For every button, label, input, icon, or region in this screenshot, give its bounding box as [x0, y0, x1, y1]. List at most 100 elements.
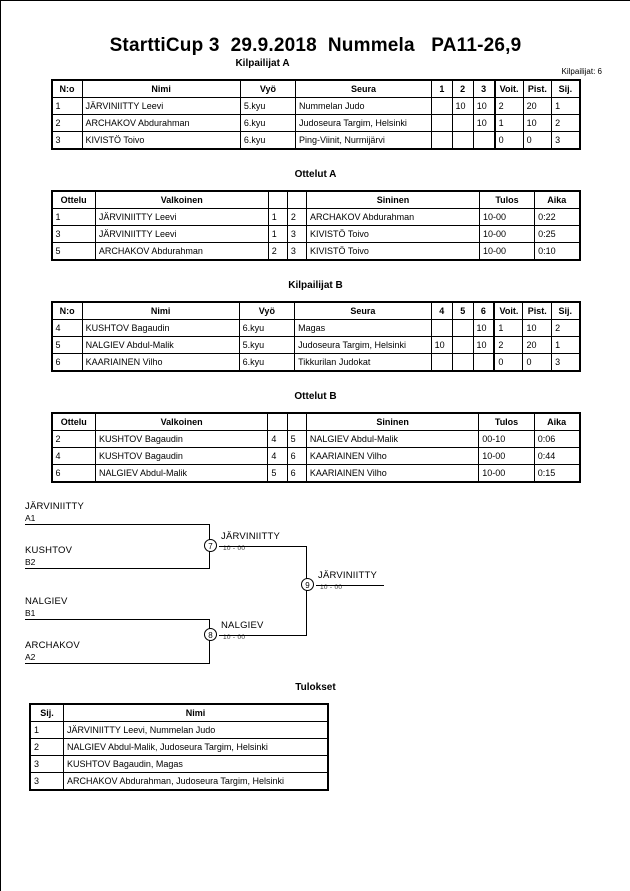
col-header-white: Valkoinen [94, 412, 269, 431]
cell-match-no: 6 [51, 464, 96, 483]
cell-blue-no: 6 [286, 464, 307, 483]
cell-rank: 2 [29, 738, 65, 756]
cell-points: 20 [522, 336, 553, 354]
cell-blue: ARCHAKOV Abdurahman [306, 208, 480, 226]
cell-match-3: 10 [472, 97, 496, 115]
table-row: 3 KIVISTÖ Toivo 6.kyu Ping-Viinit, Nurmi… [51, 131, 580, 150]
cell-name: NALGIEV Abdul-Malik, Judoseura Targim, H… [63, 738, 329, 756]
cell-white: KUSHTOV Bagaudin [94, 430, 269, 448]
bracket-line [25, 524, 210, 525]
table-header-row: Ottelu Valkoinen Sininen Tulos Aika [51, 412, 581, 431]
cell-blue: KIVISTÖ Toivo [306, 225, 480, 243]
bracket-match-number-8: 8 [204, 628, 217, 641]
bracket-semifinal-2-score: 10 - 00 [223, 634, 246, 641]
cell-points: 20 [522, 97, 553, 115]
table-row: 3 ARCHAKOV Abdurahman, Judoseura Targim,… [29, 772, 329, 791]
cell-white-no: 4 [267, 447, 288, 465]
cell-match-2: 10 [451, 97, 474, 115]
bracket-semifinal-2-winner: NALGIEV [221, 620, 264, 631]
col-header-wins: Voit. [493, 301, 524, 320]
cell-rank: 1 [29, 721, 65, 739]
cell-no: 1 [51, 97, 83, 115]
cell-wins: 0 [493, 131, 524, 150]
col-header-match-4: 4 [430, 301, 453, 320]
cell-name: ARCHAKOV Abdurahman, Judoseura Targim, H… [63, 772, 329, 791]
col-header-blue-no [286, 412, 307, 431]
cell-match-5 [451, 336, 474, 354]
col-header-belt: Vyö [238, 301, 296, 320]
cell-white-no: 4 [267, 430, 288, 448]
cell-time: 0:22 [534, 208, 580, 226]
matches-b-table-wrap: Ottelu Valkoinen Sininen Tulos Aika 2 KU… [50, 412, 581, 483]
bracket-entrant-name: ARCHAKOV [25, 640, 80, 651]
cell-white: JÄRVINIITTY Leevi [94, 225, 269, 243]
cell-white-no: 2 [267, 242, 288, 261]
cell-result: 10-00 [478, 464, 535, 483]
bracket-entrant-name: JÄRVINIITTY [25, 501, 85, 512]
cell-time: 0:44 [533, 447, 581, 465]
col-header-points: Pist. [522, 301, 553, 320]
cell-white: KUSHTOV Bagaudin [94, 447, 269, 465]
table-row: 1 JÄRVINIITTY Leevi, Nummelan Judo [29, 721, 329, 739]
bracket-line [316, 585, 384, 586]
cell-result: 00-10 [478, 430, 535, 448]
col-header-white-no [267, 190, 288, 209]
cell-blue-no: 2 [286, 208, 308, 226]
cell-name: NALGIEV Abdul-Malik [81, 336, 240, 354]
cell-time: 0:06 [533, 430, 581, 448]
cell-rank: 1 [551, 336, 580, 354]
cell-name: KIVISTÖ Toivo [81, 131, 241, 150]
col-header-name: Nimi [81, 301, 240, 320]
table-row: 2 NALGIEV Abdul-Malik, Judoseura Targim,… [29, 738, 329, 756]
table-row: 1 JÄRVINIITTY Leevi 5.kyu Nummelan Judo … [51, 97, 580, 115]
cell-white: ARCHAKOV Abdurahman [94, 242, 269, 261]
cell-white-no: 1 [267, 208, 288, 226]
competitor-count-label: Kilpailijat: 6 [561, 67, 602, 76]
results-table-wrap: Sij. Nimi 1 JÄRVINIITTY Leevi, Nummelan … [29, 703, 329, 791]
cell-wins: 1 [493, 114, 524, 132]
section-heading-results: Tulokset [295, 682, 336, 693]
bracket-entrant-seed: B1 [25, 608, 36, 618]
cell-rank: 1 [551, 97, 580, 115]
cell-match-no: 5 [51, 242, 96, 261]
bracket-line [209, 619, 210, 663]
bracket-line [219, 635, 307, 636]
section-heading-pool-a: Kilpailijat A [235, 58, 290, 69]
cell-belt: 6.kyu [239, 131, 296, 150]
cell-wins: 1 [493, 319, 524, 337]
table-row: 4 KUSHTOV Bagaudin 6.kyu Magas 10 1 10 2 [51, 319, 580, 337]
bracket-entrant-seed: A2 [25, 652, 36, 662]
cell-match-1 [431, 97, 453, 115]
col-header-club: Seura [294, 79, 433, 98]
cell-name: KUSHTOV Bagaudin [81, 319, 240, 337]
cell-time: 0:10 [534, 242, 580, 261]
section-heading-matches-b: Ottelut B [294, 391, 337, 402]
cell-rank: 3 [551, 131, 580, 150]
col-header-time: Aika [534, 190, 580, 209]
cell-name: JÄRVINIITTY Leevi, Nummelan Judo [63, 721, 329, 739]
cell-blue: KIVISTÖ Toivo [306, 242, 480, 261]
matches-b-table: Ottelu Valkoinen Sininen Tulos Aika 2 KU… [50, 412, 581, 483]
col-header-rank: Sij. [29, 703, 65, 722]
cell-name: KAARIAINEN Vilho [81, 353, 240, 372]
cell-points: 0 [522, 353, 553, 372]
cell-match-3: 10 [472, 114, 496, 132]
col-header-belt: Vyö [239, 79, 296, 98]
col-header-blue: Sininen [305, 412, 480, 431]
cell-blue: KAARIAINEN Vilho [305, 447, 480, 465]
col-header-match-5: 5 [451, 301, 474, 320]
col-header-blue: Sininen [306, 190, 480, 209]
col-header-blue-no [286, 190, 308, 209]
cell-match-4 [430, 319, 453, 337]
bracket-entrant-seed: A1 [25, 513, 36, 523]
table-header-row: Sij. Nimi [29, 703, 329, 722]
elimination-bracket: JÄRVINIITTY A1 KUSHTOV B2 7 JÄRVINIITTY … [19, 497, 589, 667]
bracket-match-number-7: 7 [204, 539, 217, 552]
cell-no: 4 [51, 319, 83, 337]
table-row: 3 JÄRVINIITTY Leevi 1 3 KIVISTÖ Toivo 10… [51, 225, 580, 243]
cell-match-no: 4 [51, 447, 96, 465]
cell-club: Judoseura Targim, Helsinki [294, 336, 432, 354]
cell-name: JÄRVINIITTY Leevi [81, 97, 241, 115]
cell-belt: 5.kyu [238, 336, 296, 354]
